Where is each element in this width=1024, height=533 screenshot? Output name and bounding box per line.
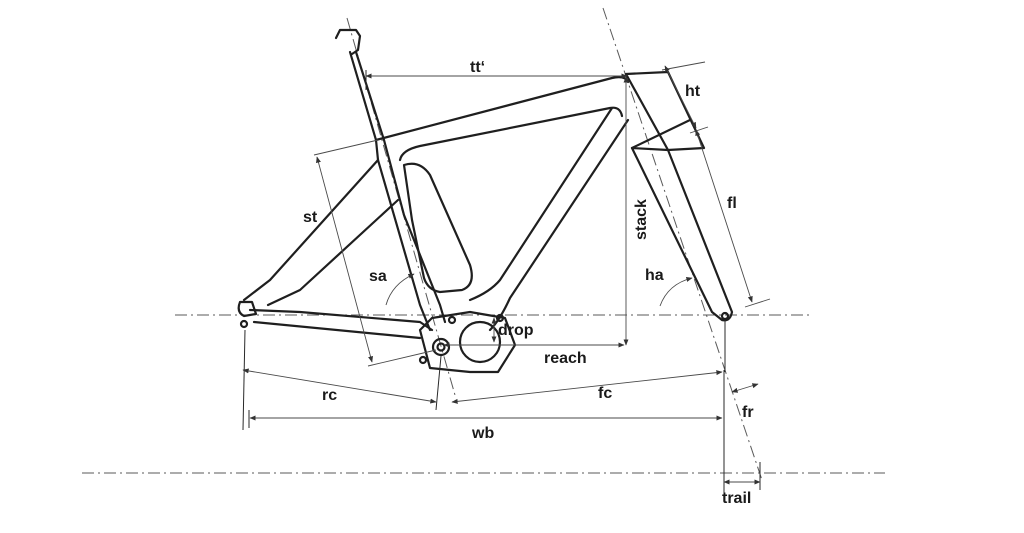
fr-dimension bbox=[731, 383, 759, 393]
dimension-labels: tt‘ ht st fl stack sa ha drop reach rc f… bbox=[303, 59, 754, 507]
label-fc: fc bbox=[598, 385, 612, 402]
label-drop: drop bbox=[498, 322, 534, 339]
label-wb: wb bbox=[471, 425, 494, 442]
label-fl: fl bbox=[727, 195, 737, 212]
label-tt: tt‘ bbox=[470, 59, 485, 76]
label-trail: trail bbox=[722, 490, 751, 507]
label-ha: ha bbox=[645, 267, 664, 284]
label-fr: fr bbox=[742, 404, 754, 421]
st-dimension bbox=[316, 156, 373, 363]
rc-dimension bbox=[242, 368, 437, 404]
fl-dimension bbox=[695, 129, 753, 303]
label-st: st bbox=[303, 209, 318, 226]
label-stack: stack bbox=[633, 199, 650, 240]
ht-dimension bbox=[664, 65, 697, 129]
label-reach: reach bbox=[544, 350, 587, 367]
sa-angle-arc bbox=[385, 273, 415, 306]
dimension-lines bbox=[242, 61, 771, 500]
label-ht: ht bbox=[685, 83, 701, 100]
steering-axis-line bbox=[602, 7, 763, 481]
ha-angle-arc bbox=[659, 276, 693, 307]
label-rc: rc bbox=[322, 387, 337, 404]
label-sa: sa bbox=[369, 268, 387, 285]
fc-dimension bbox=[451, 370, 723, 404]
bike-frame bbox=[237, 28, 734, 374]
